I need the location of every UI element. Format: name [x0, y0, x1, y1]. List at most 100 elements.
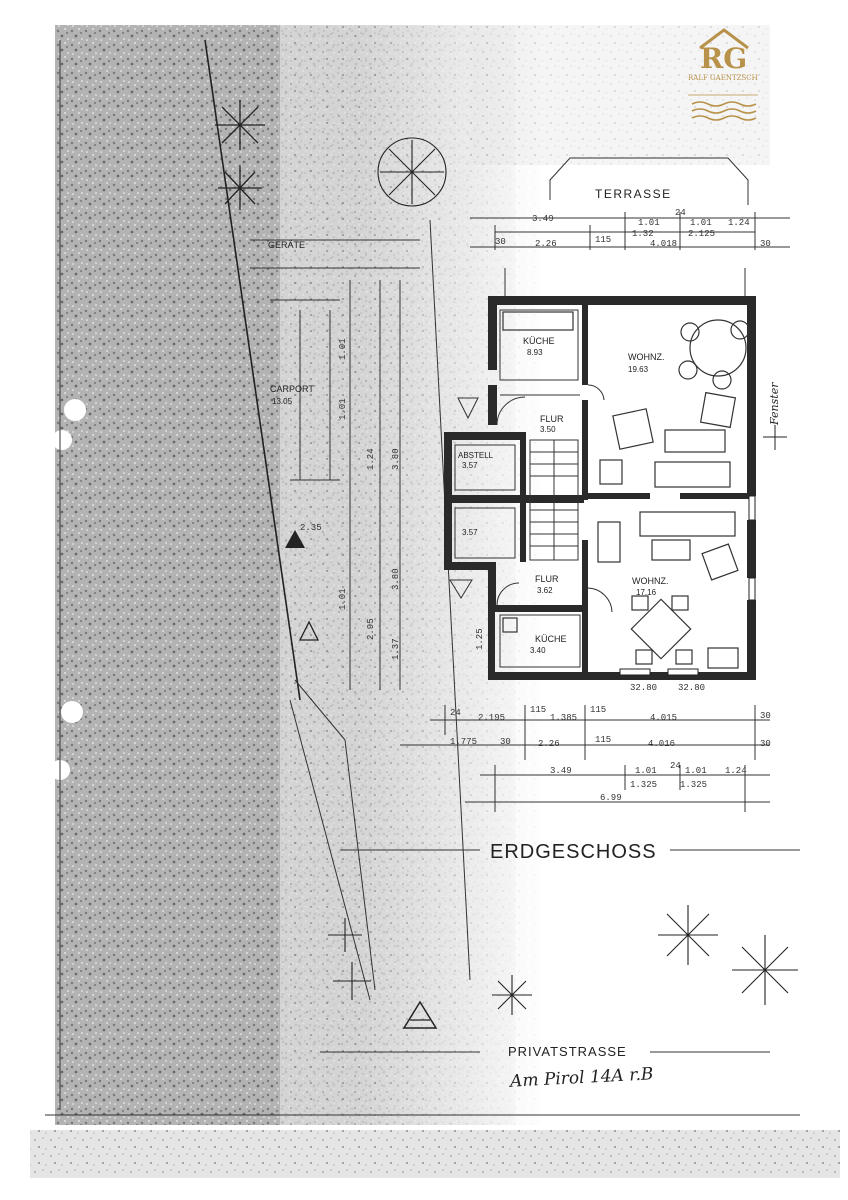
dim-top-r2-1: 30: [495, 237, 506, 247]
house-roof-icon: [699, 28, 749, 50]
wohnz-bottom-area: 17.16: [636, 588, 657, 597]
dim-left-5: 2.95: [366, 618, 376, 640]
room-labels: TERRASSE CARPORT 13.05 GERÄTE KÜCHE 8.93…: [268, 187, 781, 655]
dim-top-2: 1.01: [638, 218, 660, 228]
kueche-top-label: KÜCHE: [523, 336, 555, 346]
dim-left-8: 3.80: [391, 448, 401, 470]
flur-top-label: FLUR: [540, 414, 564, 424]
dim-window-2: 32.80: [678, 683, 705, 693]
property-lines: [45, 39, 800, 1116]
flur-bottom-label: FLUR: [535, 574, 559, 584]
dim-left-6: 1.24: [366, 448, 376, 470]
tree-icon-1: [215, 100, 265, 150]
dim-top-mid: 24: [675, 208, 686, 218]
dim-b3-1: 3.49: [550, 766, 572, 776]
dim-top-4: 1.24: [728, 218, 750, 228]
tree-icon-3: [377, 137, 447, 207]
kueche-bottom-label: KÜCHE: [535, 634, 567, 644]
tree-icon-5: [732, 935, 798, 1005]
bottom-dimension-labels: 24 2.195 115 1.385 115 4.015 30 1.775 30…: [450, 683, 771, 803]
top-dimension-labels: 3.49 24 1.01 1.01 1.24 1.32 2.125 30 2.2…: [495, 208, 771, 249]
dim-top-r2-4: 4.018: [650, 239, 677, 249]
dim-left-1: 2.35: [300, 523, 322, 533]
dim-b1-3: 115: [530, 705, 546, 715]
kueche-top-area: 8.93: [527, 348, 543, 357]
entrance-markers: [285, 530, 438, 1029]
bottom-dimension-lines: [400, 705, 770, 812]
dim-b1-1: 24: [450, 708, 461, 718]
binder-holes: [50, 399, 86, 780]
dim-b2-6: 30: [760, 739, 771, 749]
carport-label: CARPORT: [270, 384, 314, 394]
dim-top-1b: 1.32: [632, 229, 654, 239]
tree-icon-2: [218, 165, 262, 210]
dim-window-1: 32.80: [630, 683, 657, 693]
dim-left-2: 1.01: [338, 588, 348, 610]
dim-b3-6: 1.325: [630, 780, 657, 790]
dim-b2-2: 30: [500, 737, 511, 747]
terrace-outline: [470, 157, 790, 248]
left-dimension-labels: 2.35 1.01 1.01 1.01 2.95 1.24 3.80 3.80 …: [300, 338, 485, 660]
kueche-bottom-area: 3.40: [530, 646, 546, 655]
carport-area: 13.05: [272, 397, 293, 406]
geraete-label: GERÄTE: [268, 240, 305, 250]
dim-top-1: 3.49: [532, 214, 554, 224]
wohnz-bottom-label: WOHNZ.: [632, 576, 669, 586]
dim-b2-3: 2.26: [538, 739, 560, 749]
tree-icon-4: [658, 905, 718, 965]
dim-top-2b: 2.125: [688, 229, 715, 239]
dim-b2-1: 1.775: [450, 737, 477, 747]
dim-left-7: 3.80: [391, 568, 401, 590]
tree-symbols: [215, 100, 798, 1015]
flur-top-area: 3.50: [540, 425, 556, 434]
dim-b3-2: 1.01: [635, 766, 657, 776]
dim-b3-7: 1.325: [680, 780, 707, 790]
dim-left-9: 1.25: [475, 628, 485, 650]
abstell-top-area: 3.57: [462, 461, 478, 470]
wohnz-top-label: WOHNZ.: [628, 352, 665, 362]
top-dimension-lines: [494, 212, 756, 296]
dim-b1-7: 30: [760, 711, 771, 721]
abstell-bottom-area: 3.57: [462, 528, 478, 537]
dim-top-r2-3: 115: [595, 235, 611, 245]
interior-lines: [449, 309, 613, 668]
flur-bottom-area: 3.62: [537, 586, 553, 595]
dim-top-r2-5: 30: [760, 239, 771, 249]
dim-left-10: 1.37: [391, 638, 401, 660]
logo-monogram: RG: [700, 42, 747, 75]
furniture: [502, 311, 750, 669]
dim-b2-4: 115: [595, 735, 611, 745]
fenster-note: Fenster: [768, 382, 781, 426]
dim-b2-5: 4.016: [648, 739, 675, 749]
plan-title: ERDGESCHOSS: [490, 841, 657, 863]
tree-icon-7: [328, 918, 362, 952]
shrub-icon-1: [763, 425, 787, 450]
dim-left-4: 1.01: [338, 338, 348, 360]
brand-logo: RG RALF GAENTZSCH: [688, 28, 758, 121]
terrasse-label: TERRASSE: [595, 187, 672, 201]
dim-left-3: 1.01: [338, 398, 348, 420]
tree-icon-8: [333, 962, 371, 1000]
title-rules: [320, 849, 800, 1053]
dim-top-r2-2: 2.26: [535, 239, 557, 249]
dim-b3-4: 1.01: [685, 766, 707, 776]
abstell-top-label: ABSTELL: [458, 451, 494, 460]
dim-b3-3: 24: [670, 761, 681, 771]
dim-b1-2: 2.195: [478, 713, 505, 723]
windows: [619, 495, 756, 676]
building-walls: [444, 296, 756, 680]
carport-structure: [250, 239, 420, 690]
staircase: [529, 439, 579, 561]
logo-brand: RALF GAENTZSCH: [688, 74, 758, 82]
dim-b4: 6.99: [600, 793, 622, 803]
wave-lines-icon: [691, 101, 757, 121]
wohnz-top-area: 19.63: [628, 365, 649, 374]
tree-icon-6: [492, 975, 532, 1015]
paper-texture: [30, 25, 840, 1178]
dim-b1-5: 115: [590, 705, 606, 715]
dim-b1-6: 4.015: [650, 713, 677, 723]
dim-b1-4: 1.385: [550, 713, 577, 723]
street-label: PRIVATSTRASSE: [508, 1044, 627, 1059]
dim-top-3: 1.01: [690, 218, 712, 228]
